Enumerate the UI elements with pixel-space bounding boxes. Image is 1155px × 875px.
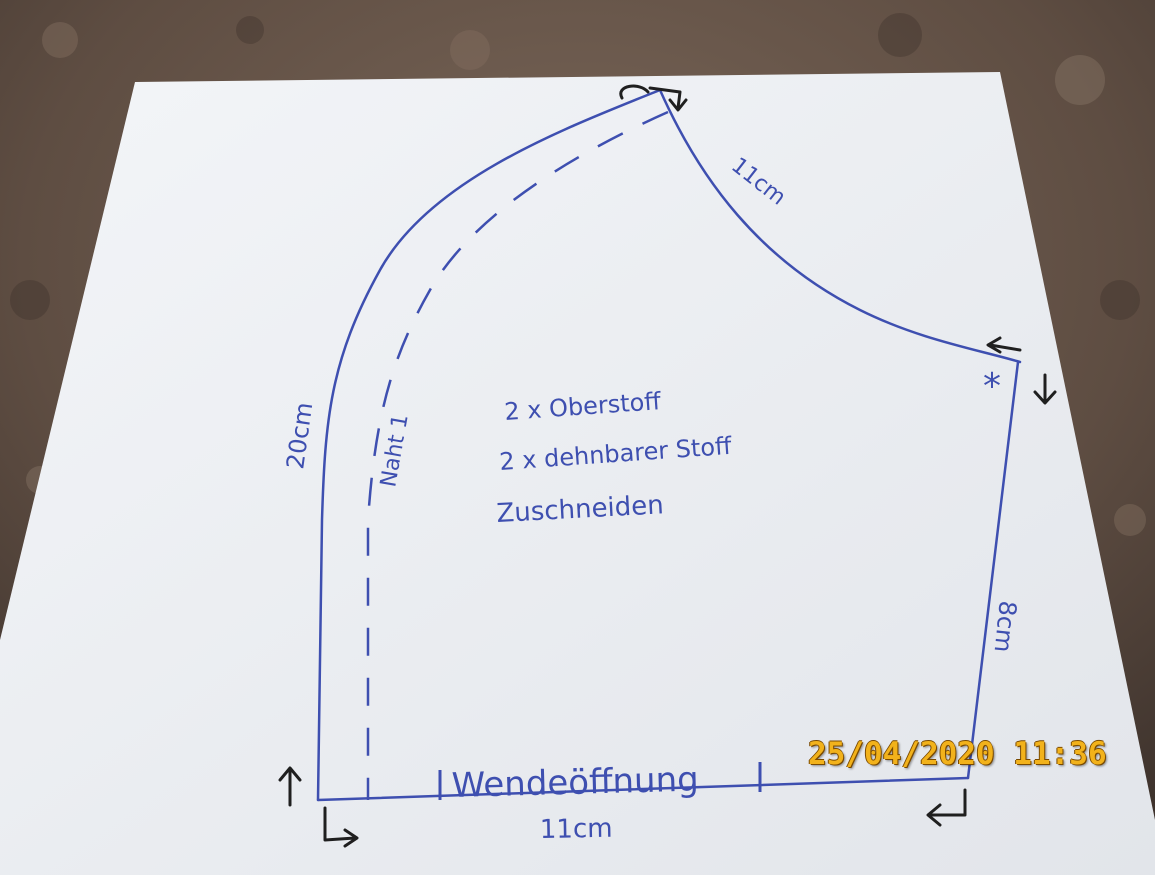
arrow-top <box>648 86 688 112</box>
label-opening: Wendeöffnung <box>451 760 699 806</box>
outline-top-right-curve <box>658 88 1022 364</box>
arrow-top-curl <box>619 84 650 100</box>
grain-arrows <box>278 84 1057 848</box>
arrow-down-right <box>1033 373 1057 405</box>
pattern-outline <box>316 88 1022 802</box>
arrow-bottom-right <box>926 788 967 827</box>
outline-right-edge <box>966 360 1020 780</box>
opening-ticks <box>438 762 762 800</box>
arrow-right-bottom-left <box>323 806 359 848</box>
photo-timestamp: 25/04/2020 11:36 <box>808 736 1107 772</box>
arrow-top-right <box>986 336 1022 354</box>
label-bottom-11cm: 11cm <box>540 814 613 845</box>
star-mark: * <box>983 366 1001 407</box>
granite-speckles <box>10 13 1146 780</box>
outline-bottom-edge <box>316 776 970 802</box>
label-right-8cm: 8cm <box>989 599 1022 653</box>
paper-sheet <box>0 72 1155 875</box>
seam-dashed-line <box>366 110 669 800</box>
outline-left-curve <box>316 88 662 802</box>
arrow-up-bottom-left <box>278 766 302 807</box>
